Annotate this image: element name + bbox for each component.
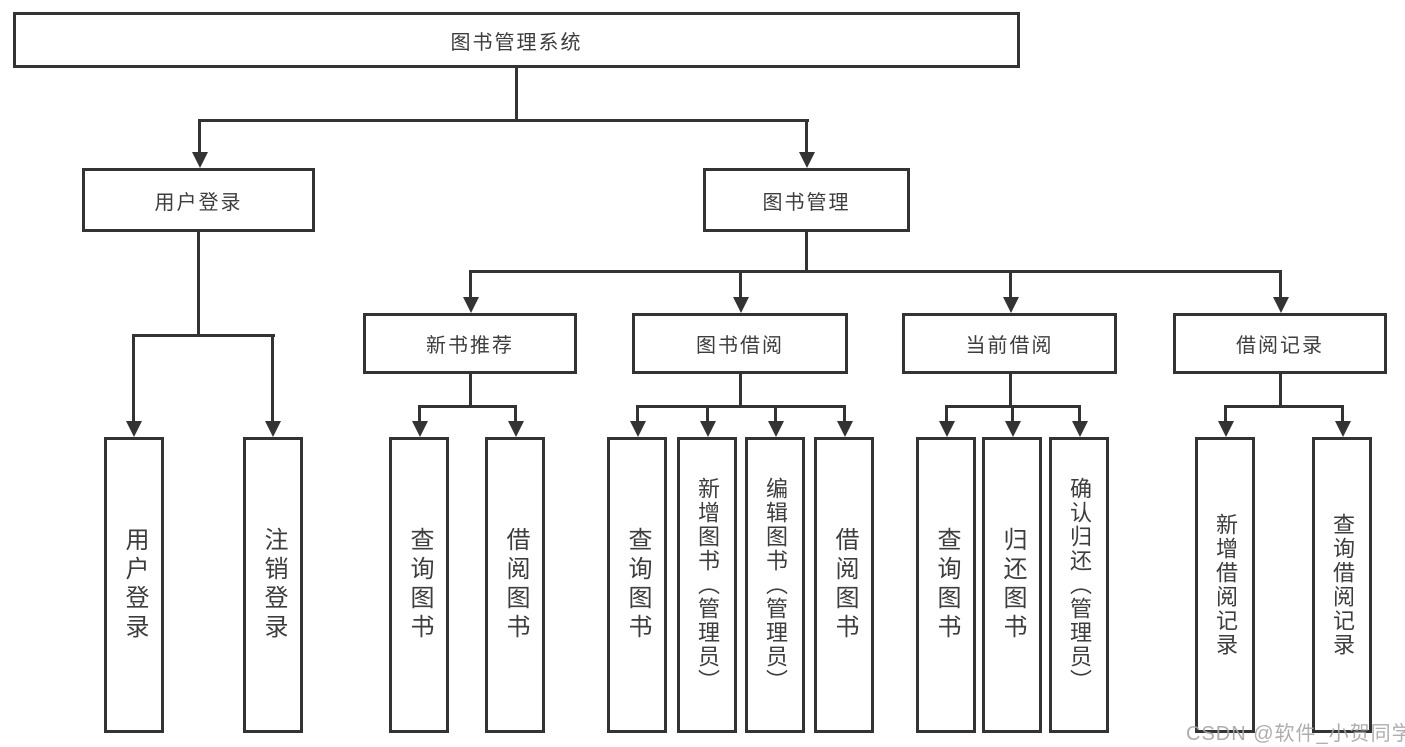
leaf-query-borrow-record: 查询借阅记录 xyxy=(1312,437,1372,733)
connector-line xyxy=(515,66,518,122)
connector-line xyxy=(739,372,742,407)
connector-line xyxy=(271,334,274,423)
connector-line xyxy=(1224,405,1344,408)
connector-line xyxy=(636,405,846,408)
leaf-borrow-books-recommend: 借阅图书 xyxy=(485,437,545,733)
arrow-down-icon xyxy=(799,152,815,168)
connector-line xyxy=(418,405,421,423)
leaf-add-borrow-record: 新增借阅记录 xyxy=(1195,437,1255,733)
node-user-login: 用户登录 xyxy=(82,168,315,232)
connector-line xyxy=(132,334,275,337)
connector-line xyxy=(197,230,200,337)
leaf-confirm-return-admin: 确认归还（管理员） xyxy=(1049,437,1109,733)
connector-line xyxy=(514,405,517,423)
csdn-watermark: CSDN @软件_小贺同学 xyxy=(1186,723,1405,745)
connector-line xyxy=(1279,270,1282,299)
leaf-return-books: 归还图书 xyxy=(982,437,1042,733)
node-book-borrowing: 图书借阅 xyxy=(632,313,848,374)
arrow-down-icon xyxy=(1072,421,1088,437)
connector-line xyxy=(805,119,808,155)
arrow-down-icon xyxy=(1003,297,1019,313)
leaf-query-books-recommend: 查询图书 xyxy=(389,437,449,733)
connector-line xyxy=(843,405,846,423)
leaf-user-login: 用户登录 xyxy=(104,437,164,733)
connector-line xyxy=(418,405,517,408)
arrow-down-icon xyxy=(837,421,853,437)
connector-line xyxy=(1009,372,1012,407)
node-current-borrowing: 当前借阅 xyxy=(902,313,1117,374)
leaf-add-book-admin: 新增图书（管理员） xyxy=(677,437,737,733)
arrow-down-icon xyxy=(192,152,208,168)
arrow-down-icon xyxy=(463,297,479,313)
arrow-down-icon xyxy=(768,421,784,437)
node-book-management: 图书管理 xyxy=(703,168,910,232)
leaf-query-books-current: 查询图书 xyxy=(916,437,976,733)
leaf-borrow-books: 借阅图书 xyxy=(814,437,874,733)
arrow-down-icon xyxy=(1273,297,1289,313)
arrow-down-icon xyxy=(508,421,524,437)
node-library-management-system: 图书管理系统 xyxy=(13,12,1020,68)
connector-line xyxy=(1078,405,1081,423)
connector-line xyxy=(805,230,808,273)
node-new-book-recommend: 新书推荐 xyxy=(363,313,577,374)
arrow-down-icon xyxy=(700,421,716,437)
arrow-down-icon xyxy=(733,297,749,313)
arrow-down-icon xyxy=(630,421,646,437)
leaf-query-books-borrow: 查询图书 xyxy=(607,437,667,733)
connector-line xyxy=(198,119,809,122)
connector-line xyxy=(1341,405,1344,423)
connector-line xyxy=(132,334,135,423)
arrow-down-icon xyxy=(126,421,142,437)
connector-line xyxy=(774,405,777,423)
connector-line xyxy=(1009,270,1012,299)
arrow-down-icon xyxy=(1335,421,1351,437)
connector-line xyxy=(469,270,472,299)
connector-line xyxy=(945,405,948,423)
leaf-logout: 注销登录 xyxy=(243,437,303,733)
connector-line xyxy=(1279,372,1282,407)
arrow-down-icon xyxy=(412,421,428,437)
connector-line xyxy=(1011,405,1014,423)
arrow-down-icon xyxy=(1005,421,1021,437)
connector-line xyxy=(469,270,1282,273)
connector-line xyxy=(198,119,201,155)
leaf-edit-book-admin: 编辑图书（管理员） xyxy=(745,437,805,733)
connector-line xyxy=(1224,405,1227,423)
connector-line xyxy=(636,405,639,423)
arrow-down-icon xyxy=(1218,421,1234,437)
arrow-down-icon xyxy=(939,421,955,437)
connector-line xyxy=(739,270,742,299)
arrow-down-icon xyxy=(265,421,281,437)
connector-line xyxy=(469,372,472,407)
connector-line xyxy=(706,405,709,423)
node-borrow-records: 借阅记录 xyxy=(1173,313,1387,374)
